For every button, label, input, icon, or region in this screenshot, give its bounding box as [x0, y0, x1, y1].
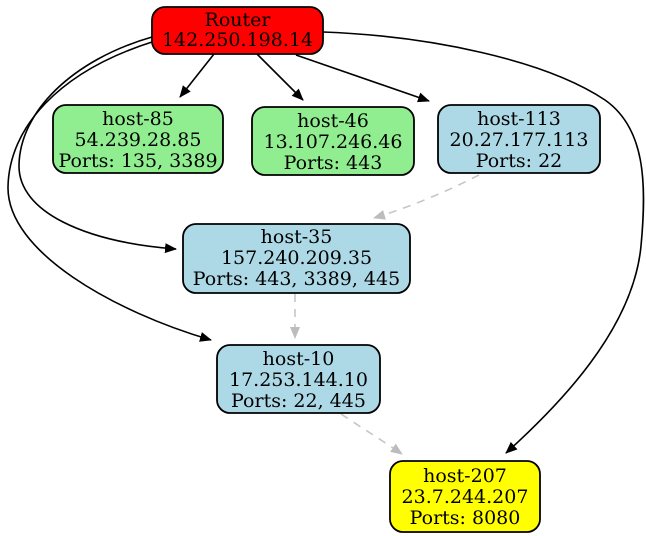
nodes-layer: Router 142.250.198.14 host-85 54.239.28.…	[52, 6, 601, 533]
edge-router-to-host-207	[322, 31, 645, 454]
node-host-35-box	[182, 223, 411, 294]
edge-host-10-to-host-207	[340, 413, 403, 455]
node-host-207-label: host-207	[423, 465, 507, 487]
node-router-label: Router	[205, 9, 272, 31]
node-host-46-ports: Ports: 443	[284, 152, 383, 174]
edge-router-to-host-35	[18, 36, 177, 254]
node-host-46-ip: 13.107.246.46	[263, 131, 402, 153]
node-host-10-ports: Ports: 22, 445	[231, 390, 366, 412]
node-host-10-box	[216, 344, 381, 414]
edges-layer	[7, 31, 645, 455]
node-host-10-ip: 17.253.144.10	[229, 369, 368, 391]
node-host-207-box	[389, 460, 541, 533]
node-host-35: host-35 157.240.209.35 Ports: 443, 3389,…	[182, 223, 411, 294]
edge-router-to-host-10	[7, 41, 212, 342]
edge-router-to-host-85	[179, 53, 215, 98]
node-host-85-label: host-85	[102, 108, 174, 130]
node-router-box	[151, 6, 324, 55]
node-host-207: host-207 23.7.244.207 Ports: 8080	[389, 460, 541, 533]
node-host-207-ip: 23.7.244.207	[402, 486, 529, 508]
node-host-46-label: host-46	[297, 110, 369, 132]
node-host-46: host-46 13.107.246.46 Ports: 443	[251, 106, 415, 176]
edge-host-113-to-host-35	[373, 174, 480, 220]
edge-router-to-host-46	[256, 53, 304, 101]
node-host-85-ports: Ports: 135, 3389	[58, 150, 217, 172]
edge-router-to-host-113	[295, 54, 430, 103]
node-host-207-ports: Ports: 8080	[410, 507, 521, 529]
node-host-113-ports: Ports: 22	[476, 150, 563, 172]
node-host-113-box	[437, 104, 601, 174]
node-host-85: host-85 54.239.28.85 Ports: 135, 3389	[52, 104, 224, 174]
node-host-10-label: host-10	[263, 348, 335, 370]
node-router-ip: 142.250.198.14	[162, 29, 313, 51]
node-host-113-label: host-113	[477, 108, 561, 130]
node-router: Router 142.250.198.14	[151, 6, 324, 55]
node-host-46-box	[251, 106, 415, 176]
node-host-35-ip: 157.240.209.35	[221, 247, 372, 269]
node-host-10: host-10 17.253.144.10 Ports: 22, 445	[216, 344, 381, 414]
node-host-113: host-113 20.27.177.113 Ports: 22	[437, 104, 601, 174]
node-host-35-ports: Ports: 443, 3389, 445	[193, 268, 400, 290]
node-host-85-ip: 54.239.28.85	[75, 129, 202, 151]
node-host-35-label: host-35	[261, 226, 333, 248]
node-host-85-box	[52, 104, 224, 174]
node-host-113-ip: 20.27.177.113	[449, 129, 588, 151]
